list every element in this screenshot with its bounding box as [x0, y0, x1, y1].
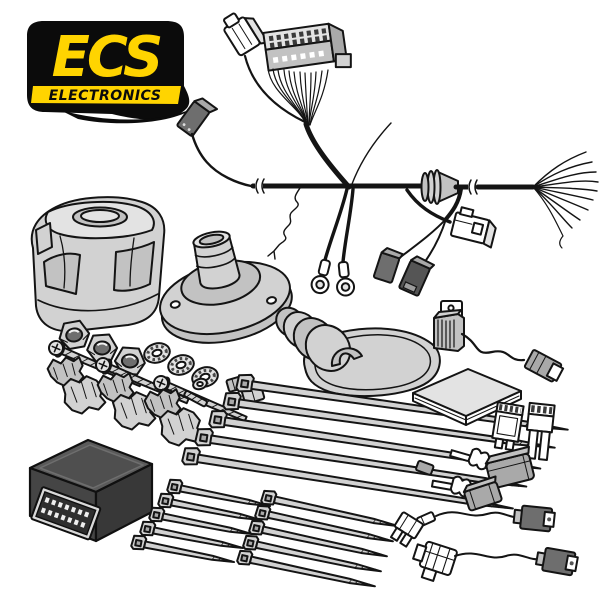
ring-terminal-1	[310, 258, 331, 295]
wire-4pin	[243, 54, 307, 124]
fuse-tap-holder	[412, 540, 458, 582]
buzzer-wire	[460, 332, 526, 362]
brand-text: ECS	[52, 25, 161, 90]
serrated-washer-1	[140, 338, 174, 368]
main-wiring-harness	[176, 12, 599, 297]
connector-housing-2	[462, 475, 503, 512]
buzzer-with-bracket	[433, 300, 565, 383]
blade-fuse-mini	[491, 401, 525, 452]
spade-terminal-1	[449, 447, 491, 471]
ecs-logo: ECS ELECTRONICS	[27, 21, 194, 124]
ribbed-rubber-boot	[275, 306, 441, 398]
wire-fan	[267, 67, 329, 126]
socket-housing-cover	[30, 196, 166, 333]
pigtail-connector-1	[512, 504, 556, 533]
connector-4pin	[223, 12, 270, 57]
connector-multipin	[262, 22, 352, 72]
connector-housing-1	[484, 445, 535, 490]
splayed-wire-ends	[532, 151, 599, 249]
branch-right	[444, 187, 463, 221]
grommet-base-plate	[159, 230, 293, 344]
wire-stray	[351, 122, 392, 185]
wire-trunk	[303, 121, 352, 190]
blade-fuse-standard	[525, 401, 556, 461]
pigtail-lead-1	[416, 504, 556, 533]
cable-break-right	[468, 179, 478, 195]
buzzer-connector	[523, 349, 565, 383]
fuse-tap-blade	[389, 511, 424, 548]
serrated-washer-2	[164, 350, 198, 380]
micro-connector-1	[176, 97, 219, 137]
terminal-clip	[415, 459, 435, 476]
cable-break-left	[255, 178, 265, 194]
micro-connector-3	[398, 255, 436, 297]
twin-lead-hl	[406, 189, 451, 223]
adhesive-foam-pad	[412, 368, 522, 426]
fuse-tap-lead	[412, 540, 579, 582]
control-module	[28, 438, 154, 543]
brand-subtitle: ELECTRONICS	[49, 88, 162, 104]
connector-2pin-white	[450, 206, 497, 249]
twisted-wire	[267, 187, 301, 260]
small-washer	[192, 377, 208, 391]
micro-connector-2	[372, 247, 405, 284]
ring-terminal-leads	[310, 187, 356, 297]
pigtail-connector-2	[534, 546, 579, 577]
module-connector-port	[30, 486, 102, 541]
logo-band	[31, 86, 181, 104]
small-screw	[183, 390, 208, 408]
logo-swoosh	[60, 108, 194, 124]
cable-grommet-cone	[420, 169, 459, 205]
fixings	[45, 318, 250, 427]
wire-left-lead	[190, 132, 253, 188]
branch-wire-2	[423, 218, 447, 264]
ring-terminal-2	[336, 260, 356, 297]
